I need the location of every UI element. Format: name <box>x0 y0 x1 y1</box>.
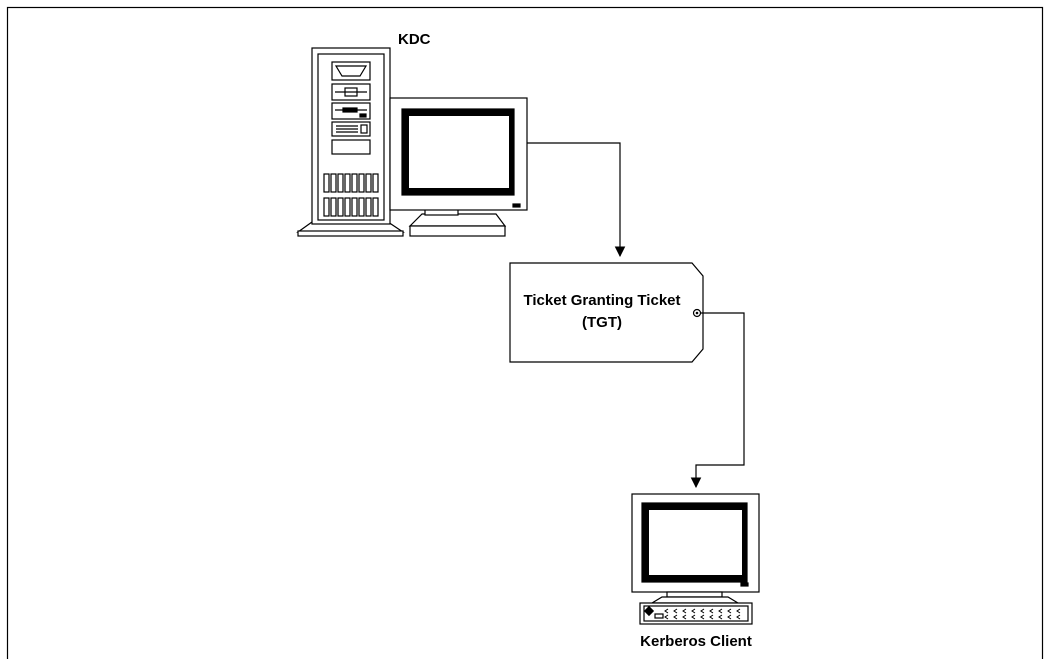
arrow-tgt-to-client <box>690 312 745 489</box>
client-monitor-icon <box>631 493 760 604</box>
tgt-label-line1: Ticket Granting Ticket <box>524 292 681 309</box>
kdc-label: KDC <box>398 31 431 48</box>
client-label: Kerberos Client <box>640 633 752 650</box>
arrow-kdc-to-tgt <box>527 142 626 258</box>
server-vents <box>323 173 379 217</box>
diagram-frame <box>6 6 1044 659</box>
keyboard-icon <box>639 602 753 625</box>
kdc-server-icon <box>296 47 405 237</box>
kdc-monitor-icon <box>389 97 528 237</box>
tgt-label-line2: (TGT) <box>582 314 622 331</box>
ticket-icon <box>509 262 704 363</box>
